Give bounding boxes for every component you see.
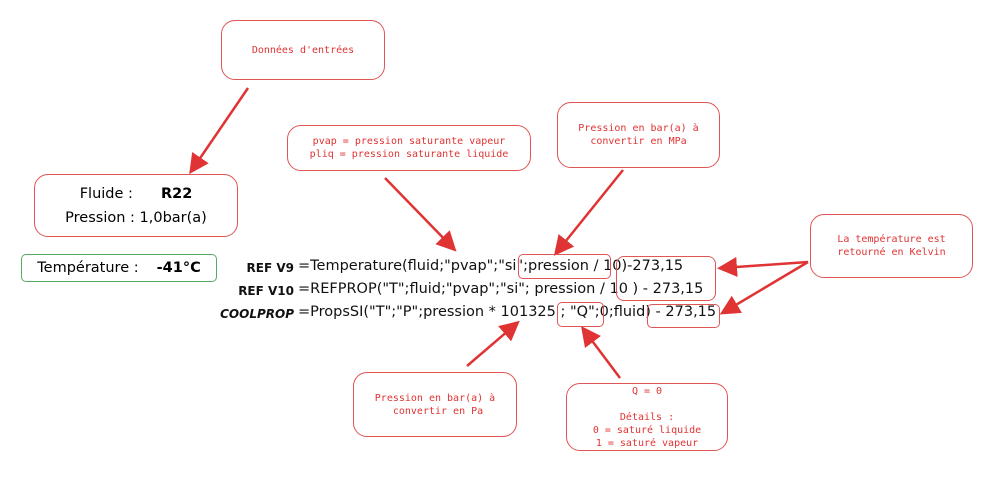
formula-label: REF V10 (238, 284, 294, 298)
note-kelvin: La température est retourné en Kelvin (810, 214, 973, 278)
inputs-box: Fluide : R22 Pression : 1,0bar(a) (34, 174, 238, 237)
highlight-pressure-div (518, 254, 611, 279)
note-text: pvap = pression saturante vapeur (312, 136, 506, 147)
note-q: Q = 0 Détails : 0 = saturé liquide 1 = s… (566, 383, 728, 451)
formula: =PropsSI("T";"P";pression * 101325 ; "Q"… (298, 304, 717, 320)
arrow-mpa (553, 169, 624, 256)
note-text: Données d'entrées (251, 44, 355, 56)
highlight-q (557, 302, 604, 327)
note-text: La température est retourné en Kelvin (837, 234, 946, 258)
note-text: Pression en bar(a) à convertir en Pa (374, 392, 496, 417)
arrow-pa (466, 320, 520, 367)
note-pa: Pression en bar(a) à convertir en Pa (353, 372, 517, 437)
highlight-kelvin (616, 256, 716, 301)
note-pvap: pvap = pression saturante vapeur pliq = p… (287, 125, 531, 171)
arrow-pvap (384, 177, 457, 252)
formula: =Temperature(fluid;"pvap";"si";pression … (298, 258, 684, 274)
pressure-label: Pression : (65, 209, 135, 226)
formula-label: REF V9 (246, 261, 294, 275)
note-inputs: Données d'entrées (221, 20, 385, 80)
note-text: Q = 0 Détails : 0 = saturé liquide 1 = s… (592, 385, 702, 449)
arrow-q (581, 326, 621, 379)
arrow-kelvin-2 (719, 260, 809, 315)
note-mpa: Pression en bar(a) à convertir en MPa (557, 102, 720, 168)
result-label: Température : (37, 260, 139, 276)
note-text: pliq = pression saturante liquide (309, 149, 509, 160)
highlight-kelvin-coolprop (647, 304, 720, 328)
fluid-label: Fluide : (79, 185, 133, 202)
arrow-kelvin-1 (717, 256, 809, 277)
result-box: Température : -41°C (21, 254, 217, 282)
pressure-value: 1,0bar(a) (139, 209, 207, 226)
result-value: -41°C (156, 260, 201, 276)
formula: =REFPROP("T";fluid;"pvap";"si"; pression… (298, 281, 704, 297)
note-text: Pression en bar(a) à convertir en MPa (578, 123, 699, 147)
fluid-value: R22 (160, 185, 193, 202)
formula-label: COOLPROP (220, 307, 294, 321)
arrow-inputs (189, 87, 250, 175)
